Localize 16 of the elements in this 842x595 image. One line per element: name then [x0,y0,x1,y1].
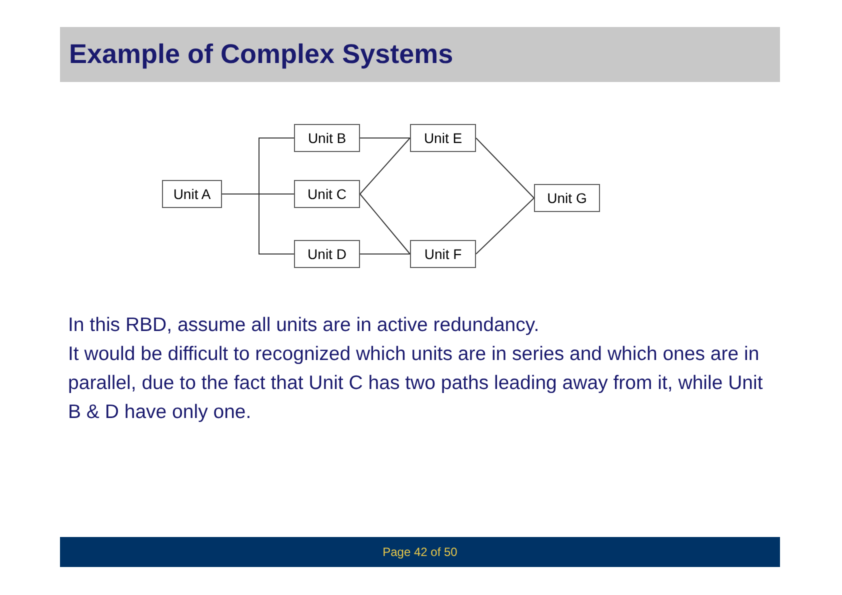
connector-line [360,194,410,254]
connector-line [222,194,294,254]
connector-line [360,138,410,194]
unit-box: Unit A [162,180,222,208]
unit-box: Unit E [410,124,476,152]
connector-line [476,138,534,198]
unit-box: Unit F [410,240,476,268]
unit-box: Unit G [534,184,600,212]
unit-box: Unit C [294,180,360,208]
connector-line [476,198,534,254]
page-number: Page 42 of 50 [382,545,458,559]
unit-box: Unit B [294,124,360,152]
body-text: It would be difficult to recognized which units are in series and which ones are in parallel, due to the fact that Unit C has two paths leading away from it, while Unit B & D have only one. [68,342,764,425]
body-text: In this RBD, assume all units are in active redundancy. [68,313,540,338]
unit-box: Unit D [294,240,360,268]
title: Example of Complex Systems [69,39,454,70]
